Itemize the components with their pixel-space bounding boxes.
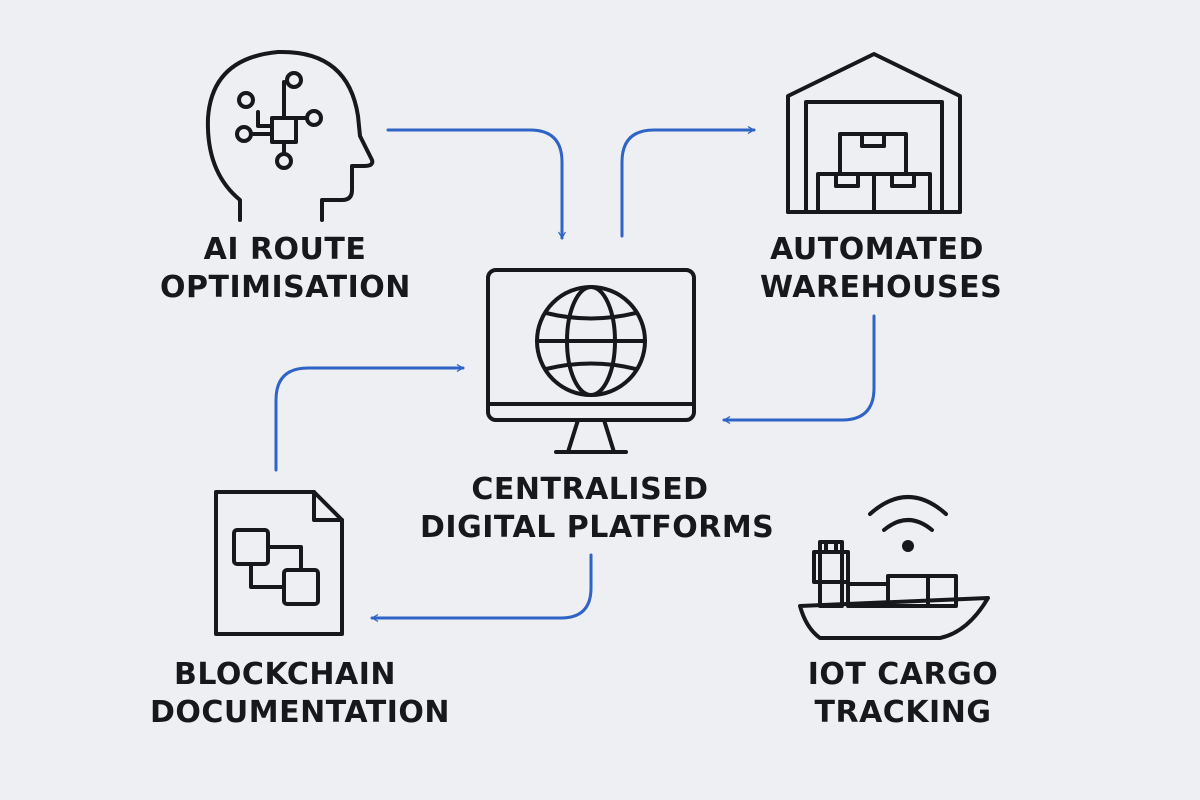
connector-platform-to-warehouses bbox=[620, 126, 756, 238]
ai-route-label-line-1: AI ROUTE bbox=[203, 232, 367, 267]
ai-route-optimisation-label: AI ROUTE OPTIMISATION bbox=[160, 231, 410, 307]
warehouses-label-line-2: WAREHOUSES bbox=[760, 270, 1003, 305]
connector-ai-to-platform bbox=[386, 128, 566, 240]
warehouses-label-line-1: AUTOMATED bbox=[770, 232, 984, 267]
document-blocks-icon bbox=[214, 490, 344, 636]
blockchain-documentation-label: BLOCKCHAIN DOCUMENTATION bbox=[150, 656, 450, 732]
connector-platform-to-blockchain bbox=[370, 553, 593, 622]
platforms-label-line-2: DIGITAL PLATFORMS bbox=[420, 510, 775, 545]
cargo-ship-wifi-icon bbox=[798, 495, 990, 640]
platforms-label-line-1: CENTRALISED bbox=[471, 472, 709, 507]
centralised-digital-platforms-label: CENTRALISED DIGITAL PLATFORMS bbox=[420, 471, 775, 547]
head-with-circuit-icon bbox=[205, 49, 375, 222]
blockchain-label-line-2: DOCUMENTATION bbox=[150, 695, 450, 730]
connector-blockchain-to-platform bbox=[274, 364, 465, 472]
connector-warehouses-to-platform bbox=[722, 314, 876, 424]
ai-route-label-line-2: OPTIMISATION bbox=[160, 270, 411, 305]
warehouse-icon bbox=[786, 52, 962, 214]
iot-cargo-tracking-label: IOT CARGO TRACKING bbox=[790, 656, 1016, 732]
monitor-globe-icon bbox=[486, 268, 696, 454]
iot-label-line-1: IOT CARGO bbox=[807, 657, 999, 692]
iot-label-line-2: TRACKING bbox=[814, 695, 992, 730]
blockchain-label-line-1: BLOCKCHAIN bbox=[174, 657, 396, 692]
automated-warehouses-label: AUTOMATED WAREHOUSES bbox=[760, 231, 1003, 307]
